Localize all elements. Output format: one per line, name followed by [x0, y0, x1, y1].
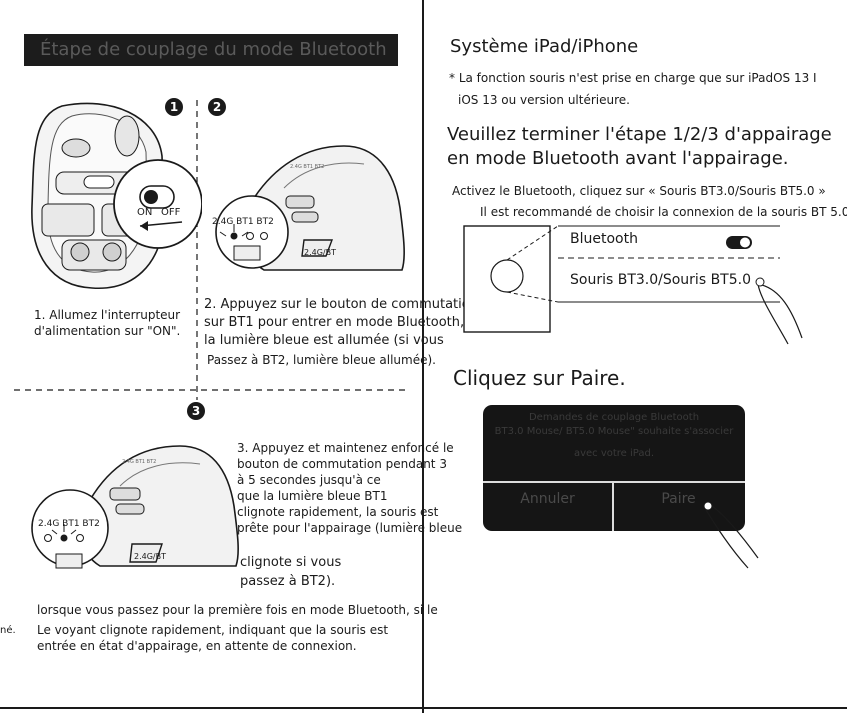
step-2-caption-line-2: sur BT1 pour entrer en mode Bluetooth, [204, 315, 465, 330]
step-3-caption-line-3: à 5 secondes jusqu'à ce [237, 473, 381, 487]
step-2-mode-labels: 2.4G BT1 BT2 [212, 217, 274, 227]
step-3-number: 3 [187, 402, 205, 420]
step-3-caption-line-1: 3. Appuyez et maintenez enfoncé le [237, 441, 454, 455]
step-2-brand-mark: 2.4G BT1 BT2 [290, 164, 325, 170]
settings-illustration [463, 225, 803, 345]
dialog-message-line-2: BT3.0 Mouse/ BT5.0 Mouse" souhaite s'ass… [494, 426, 734, 437]
step-3-mode-labels: 2.4G BT1 BT2 [38, 519, 100, 529]
step-3-brand-mark: 2.4G BT1 BT2 [122, 459, 157, 465]
step-1-caption-line-1: 1. Allumez l'interrupteur [34, 308, 181, 322]
step-3-caption-line-8: passez à BT2). [240, 574, 336, 589]
mouse-side-illustration-step-2 [215, 145, 405, 271]
activate-bluetooth-line-1: Activez le Bluetooth, cliquez sur « Sour… [452, 184, 826, 198]
mouse-bottom-illustration [31, 102, 202, 289]
tap-hand-icon [703, 501, 759, 569]
pairing-note-line-1: lorsque vous passez pour la première foi… [37, 603, 438, 617]
activate-bluetooth-line-2: Il est recommandé de choisir la connexio… [480, 205, 847, 219]
system-heading: Système iPad/iPhone [450, 36, 639, 57]
step-2-number: 2 [208, 98, 226, 116]
dialog-message-line-1: Demandes de couplage Bluetooth [528, 412, 700, 423]
finish-steps-line-1: Veuillez terminer l'étape 1/2/3 d'appair… [447, 124, 832, 145]
settings-device-item[interactable]: Souris BT3.0/Souris BT5.0 [570, 272, 751, 288]
page-title: Étape de couplage du mode Bluetooth [24, 34, 398, 66]
step-3-caption-line-5: clignote rapidement, la souris est [237, 505, 439, 519]
pair-heading: Cliquez sur Paire. [453, 366, 626, 390]
pairing-note-line-2: Le voyant clignote rapidement, indiquant… [37, 623, 389, 637]
support-note-line-1: * La fonction souris n'est prise en char… [449, 71, 817, 85]
section-divider-horizontal [14, 389, 408, 391]
pair-button[interactable]: Paire [661, 491, 696, 507]
step-3-button-label: 2.4G/BT [134, 552, 166, 561]
pairing-note-line-3: entrée en état d'appairage, en attente d… [37, 639, 357, 653]
step-3-caption-line-7: clignote si vous [240, 555, 342, 570]
page-center-divider [422, 0, 424, 713]
edge-text-fragment: né. [0, 625, 16, 636]
step-2-caption-line-1: 2. Appuyez sur le bouton de commutation [204, 297, 478, 312]
finish-steps-line-2: en mode Bluetooth avant l'appairage. [447, 148, 789, 169]
dialog-separator [483, 481, 745, 483]
switch-off-label: OFF [161, 207, 181, 218]
step-1-number: 1 [165, 98, 183, 116]
settings-bluetooth-label[interactable]: Bluetooth [570, 231, 638, 247]
page-bottom-rule [0, 707, 847, 709]
step-1-caption-line-2: d'alimentation sur "ON". [34, 324, 181, 338]
step-3-caption-line-2: bouton de commutation pendant 3 [237, 457, 447, 471]
step-divider-vertical [196, 100, 198, 400]
dialog-message-line-3: avec votre iPad. [573, 448, 655, 459]
mouse-side-illustration-step-3 [31, 445, 239, 569]
dialog-button-divider [612, 481, 614, 531]
pairing-dialog: Demandes de couplage Bluetooth BT3.0 Mou… [483, 405, 745, 531]
step-3-caption-line-6: prête pour l'appairage (lumière bleue [237, 521, 463, 535]
step-2-caption-line-3: la lumière bleue est allumée (si vous [204, 333, 444, 348]
step-2-caption-line-4: Passez à BT2, lumière bleue allumée). [207, 353, 436, 367]
step-3-caption-line-4: que la lumière bleue BT1 [237, 489, 388, 503]
step-2-button-label: 2.4G/BT [304, 248, 336, 257]
cancel-button[interactable]: Annuler [520, 491, 575, 507]
support-note-line-2: iOS 13 ou version ultérieure. [458, 93, 630, 107]
switch-on-label: ON [137, 207, 153, 218]
